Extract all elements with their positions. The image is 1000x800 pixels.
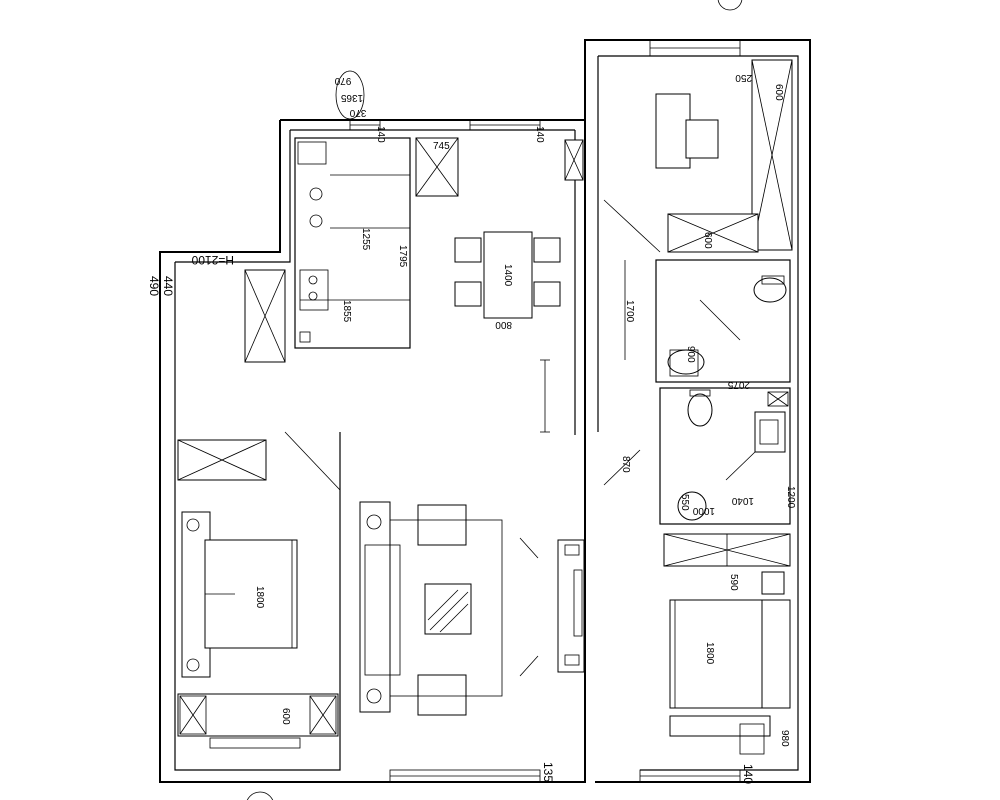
coffee-table-icon [424, 583, 472, 635]
master-bedroom-top: 250 600 600 [655, 59, 793, 253]
headboard-icon [761, 599, 791, 709]
dim-label: 1800 [254, 586, 265, 609]
dining-table-icon [483, 231, 533, 319]
dim-label: 490 [147, 276, 161, 296]
kitchen: 745 1255 1795 1855 140 140 [294, 126, 584, 349]
dimension-bubble: 970 1365 370 [334, 70, 366, 120]
sofa-icon [359, 501, 391, 713]
desk-icon [655, 93, 691, 169]
sink-icon [299, 269, 329, 311]
hall-marker [540, 359, 550, 433]
bathroom-1: 900 [655, 259, 791, 383]
tv-cabinet-icon [557, 539, 585, 673]
dim-label: 135 [541, 762, 555, 782]
dim-label: 600 [280, 708, 291, 725]
chair-icon [533, 237, 561, 263]
living-room: 135 [359, 501, 585, 782]
dim-label: 370 [349, 107, 366, 118]
kitchen-cabinet-icon [297, 141, 327, 165]
right-bedroom: 1800 590 140 980 [663, 533, 791, 784]
dim-label: 250 [735, 72, 752, 83]
dim-label: 1855 [341, 300, 352, 323]
bathroom-2: 2075 1200 1040 550 1000 [659, 379, 796, 525]
dim-label: 870 [620, 456, 631, 473]
dim-label: 2075 [727, 379, 750, 390]
chair-icon [454, 237, 482, 263]
stove-burner-icon [309, 214, 323, 228]
dim-label: 440 [161, 276, 175, 296]
dim-label: 745 [433, 141, 450, 152]
stove-burner-icon [309, 187, 323, 201]
dim-label: H=2100 [191, 253, 234, 267]
dim-label: 1040 [731, 495, 754, 506]
dim-label: 800 [495, 319, 512, 330]
dim-label: 600 [702, 232, 713, 249]
chair-icon [685, 119, 719, 159]
chair-icon [454, 281, 482, 307]
dim-label: 1365 [340, 92, 363, 103]
dim-label: 590 [728, 574, 739, 591]
dim-label: 1795 [397, 245, 408, 268]
corridor: 1700 870 [597, 199, 661, 486]
dim-label: 1800 [704, 642, 715, 665]
nightstand-icon [761, 571, 785, 595]
dim-label: 1700 [624, 300, 635, 323]
dim-label: 970 [334, 75, 351, 86]
dining-area: 1400 800 [454, 231, 561, 330]
windows [209, 39, 741, 783]
dim-label: 900 [685, 346, 696, 363]
dim-label: 550 [679, 494, 690, 511]
dim-label: 140 [534, 126, 545, 143]
desk-icon [669, 715, 771, 737]
entry-closet: H=2100 440 490 [147, 253, 286, 363]
bed-icon [669, 599, 767, 709]
dim-label: 1000 [692, 505, 715, 516]
dim-label: 1200 [785, 486, 796, 509]
armchair-icon [417, 504, 467, 546]
toilet-icon [687, 393, 713, 427]
chair-icon [533, 281, 561, 307]
dim-label: 1400 [502, 264, 513, 287]
dim-label: 1255 [360, 228, 371, 251]
shower-icon [754, 411, 786, 453]
dim-label: 140 [375, 126, 386, 143]
dim-label: 980 [779, 730, 790, 747]
desk-icon [177, 693, 339, 737]
dim-label: 600 [773, 84, 784, 101]
armchair-icon [417, 674, 467, 716]
left-bedroom: 1800 600 [177, 431, 341, 737]
edge-markers [246, 0, 743, 800]
sink-icon [677, 491, 707, 521]
toilet-icon [753, 277, 787, 303]
dim-label: 140 [741, 764, 755, 784]
